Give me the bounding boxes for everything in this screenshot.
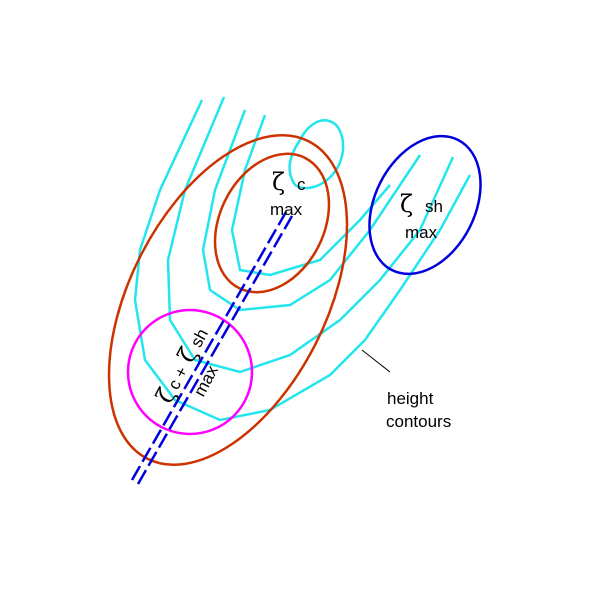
height-contour-1	[133, 99, 472, 422]
height-label: height	[387, 389, 434, 408]
zeta-sh-subscript: sh	[425, 197, 443, 216]
height-contour-4	[230, 114, 391, 277]
combined-c-plus: c +	[164, 363, 192, 392]
height-contour-3	[201, 109, 422, 312]
height-contour-2	[166, 96, 455, 374]
zeta-c-subscript: c	[297, 175, 306, 194]
combined-vorticity-contour	[126, 308, 254, 436]
combined-max: max	[190, 362, 222, 400]
vorticity-c-outer-contour	[107, 134, 349, 466]
zeta-c-max: max	[270, 200, 303, 219]
height-contours	[133, 96, 472, 422]
vorticity-sh-contour	[368, 134, 482, 276]
height-contours-pointer	[361, 349, 391, 373]
zeta-sh-max: max	[405, 223, 438, 242]
zeta-sh-symbol: ζ	[400, 190, 413, 218]
height-contour-closed	[288, 119, 345, 190]
zeta-c-symbol: ζ	[272, 168, 285, 196]
axis-double-dashed-line	[130, 211, 294, 485]
vorticity-c-inner-contour	[213, 152, 331, 294]
contours-label: contours	[386, 412, 451, 431]
